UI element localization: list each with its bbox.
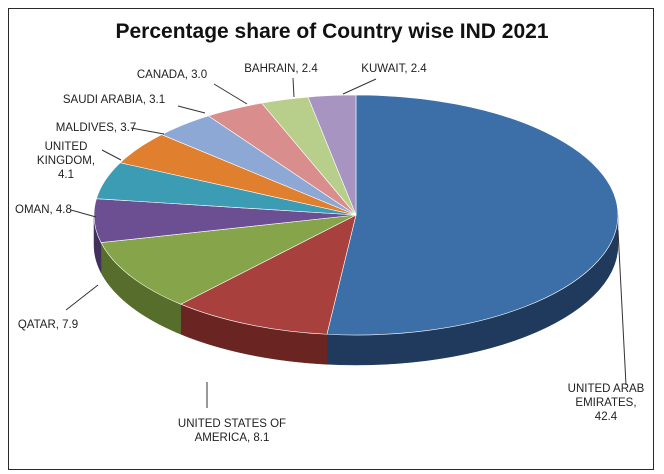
slice-label-line: SAUDI ARABIA, 3.1: [63, 94, 165, 106]
slice-label: QATAR, 7.9: [18, 319, 78, 331]
pie-slice: [180, 214, 357, 335]
slice-label: UNITED STATES OF AMERICA, 8.1: [178, 418, 286, 444]
chart-title: Percentage share of Country wise IND 202…: [115, 20, 549, 43]
slice-label-line: MALDIVES, 3.7: [56, 122, 137, 134]
slice-label-line: UNITED: [45, 141, 88, 153]
pie-slice: [307, 94, 357, 216]
slice-label: CANADA, 3.0: [137, 69, 207, 81]
slice-label: SAUDI ARABIA, 3.1: [63, 94, 165, 106]
leader-line: [213, 83, 248, 105]
slice-label: OMAN, 4.8: [15, 204, 72, 216]
slice-label-line: KUWAIT, 2.4: [361, 63, 427, 75]
leader-line: [130, 127, 165, 135]
slice-label-line: UNITED ARAB: [568, 383, 645, 395]
leader-line: [70, 209, 97, 218]
leader-line: [65, 284, 99, 311]
leader-line: [342, 78, 377, 95]
slice-label: UNITED KINGDOM, 4.1: [37, 141, 95, 181]
slice-label-line: 4.1: [58, 169, 74, 181]
slice-label-line: 42.4: [595, 411, 618, 423]
slice-label-line: EMIRATES,: [575, 397, 636, 409]
leader-line: [617, 229, 627, 386]
pie-slice: [100, 214, 357, 305]
slice-label-line: QATAR, 7.9: [18, 319, 78, 331]
slice-label-line: UNITED STATES OF: [178, 418, 286, 430]
leader-line: [101, 149, 122, 161]
slice-label-line: OMAN, 4.8: [15, 204, 72, 216]
slice-label: UNITED ARAB EMIRATES, 42.4: [568, 383, 645, 423]
pie-slice: [326, 94, 619, 336]
slice-label-line: BAHRAIN, 2.4: [244, 63, 318, 75]
leader-line: [292, 77, 295, 98]
slice-label-line: KINGDOM,: [37, 155, 95, 167]
slice-label: KUWAIT, 2.4: [361, 63, 427, 75]
slice-label: BAHRAIN, 2.4: [244, 63, 318, 75]
slice-label-line: CANADA, 3.0: [137, 69, 207, 81]
slice-label-line: AMERICA, 8.1: [195, 432, 270, 444]
pie-top-faces: [93, 94, 619, 336]
leader-line: [177, 105, 206, 114]
slice-label: MALDIVES, 3.7: [56, 122, 137, 134]
